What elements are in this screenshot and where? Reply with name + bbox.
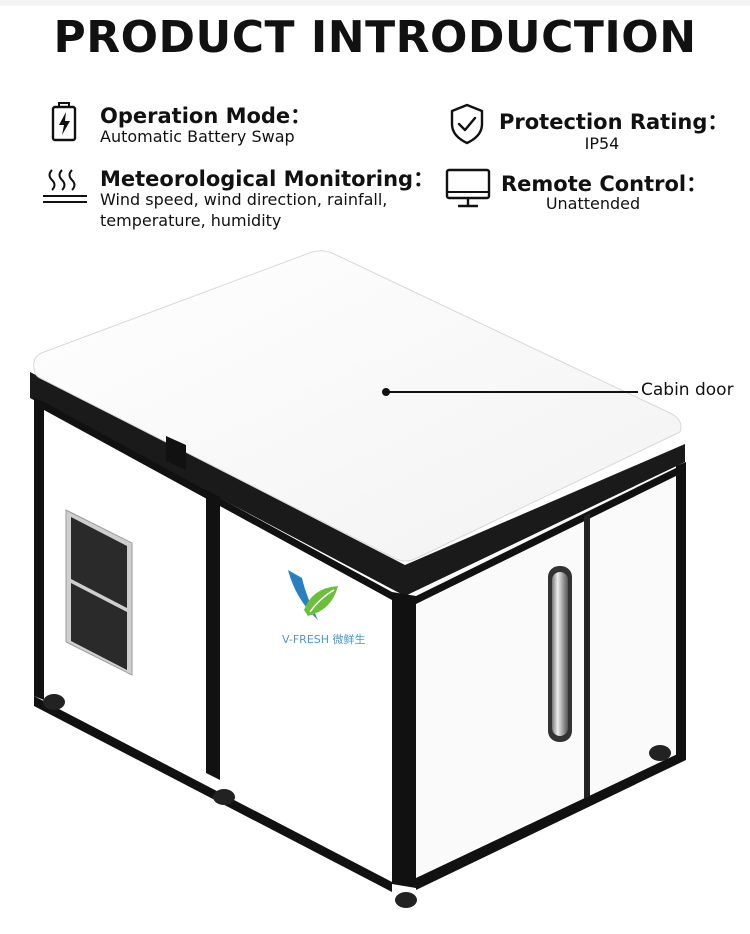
feature-remote-control: Remote Control： Unattended — [445, 164, 745, 224]
callout-dot — [382, 388, 390, 396]
battery-swap-cabinet-illustration — [30, 250, 686, 908]
shield-check-icon — [450, 103, 484, 145]
remote-control-label: Remote Control： — [501, 172, 708, 196]
meteorological-value: Wind speed, wind direction, rainfall, te… — [100, 190, 388, 230]
feature-meteorological-monitoring: Meteorological Monitoring： Wind speed, w… — [42, 160, 442, 240]
v-fresh-logo — [288, 570, 338, 620]
callout-line — [386, 391, 638, 393]
logo-text: V-FRESH 微鲜生 — [282, 633, 366, 646]
page-title: PRODUCT INTRODUCTION — [53, 12, 697, 63]
vent-grille — [65, 509, 133, 676]
monitor-icon — [445, 168, 491, 208]
operation-mode-label: Operation Mode： — [100, 104, 312, 128]
meteorological-label: Meteorological Monitoring： — [100, 167, 435, 191]
feature-operation-mode: Operation Mode： Automatic Battery Swap — [50, 98, 410, 158]
protection-rating-label: Protection Rating： — [499, 110, 729, 134]
operation-mode-value: Automatic Battery Swap — [100, 127, 295, 146]
feature-protection-rating: Protection Rating： IP54 — [447, 102, 747, 162]
remote-control-value: Unattended — [545, 194, 641, 213]
callout-label-cabin-door: Cabin door — [641, 380, 734, 400]
heat-waves-icon — [43, 169, 87, 203]
battery-charge-icon — [51, 102, 77, 142]
top-strip — [0, 0, 750, 6]
protection-rating-value: IP54 — [584, 134, 620, 153]
caster-wheels — [43, 694, 671, 908]
door-handle — [548, 566, 572, 742]
